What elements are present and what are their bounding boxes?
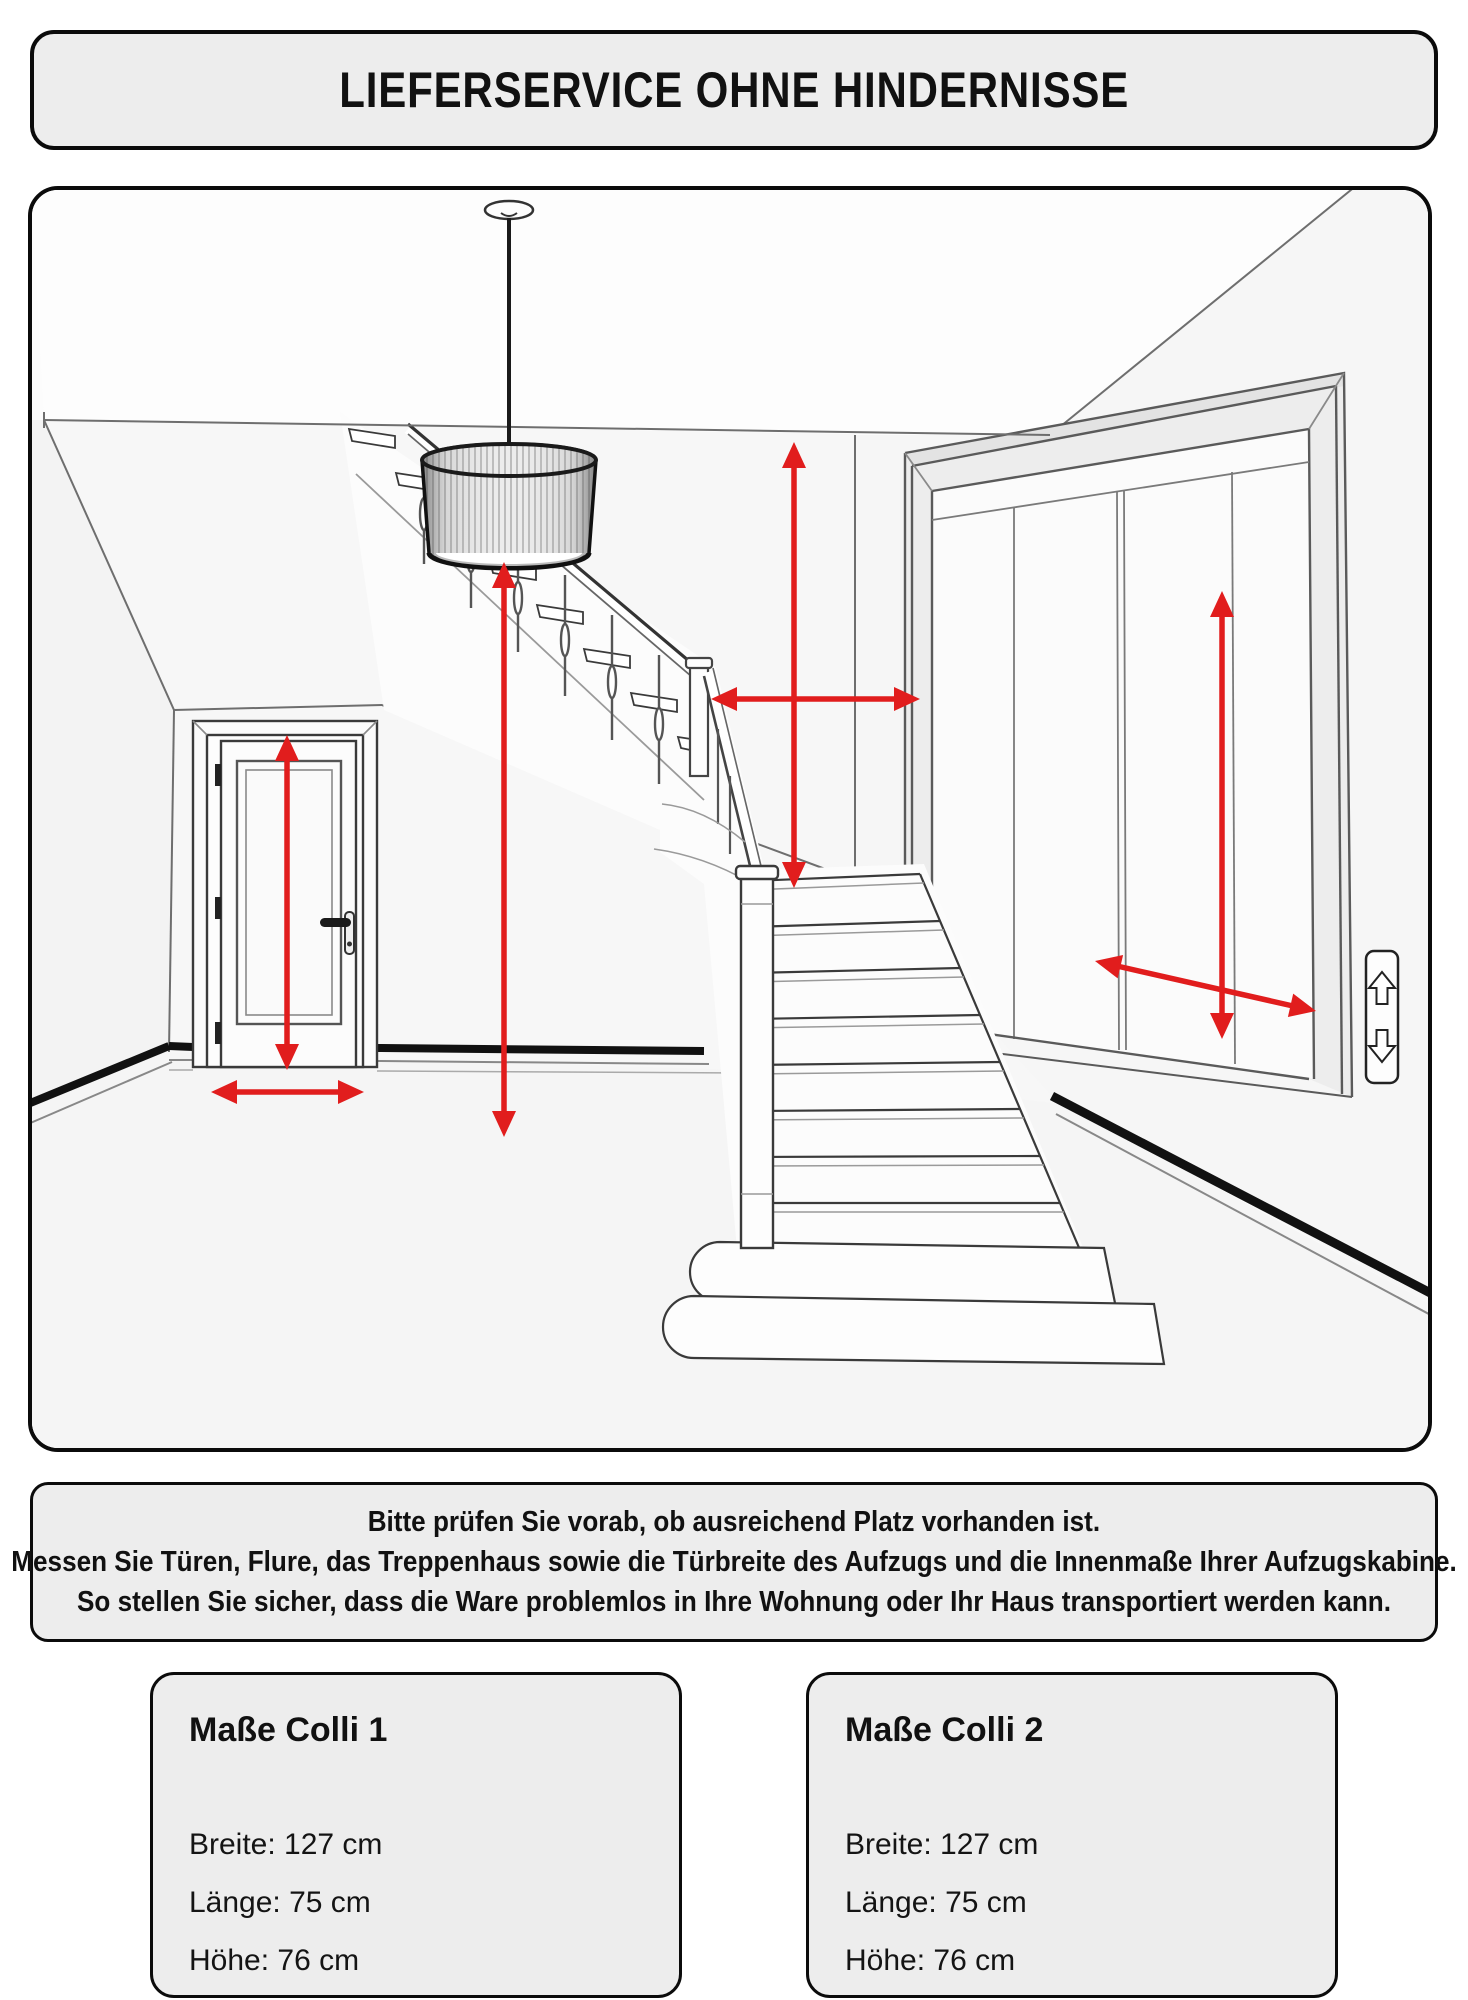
elevator (903, 371, 1428, 1315)
colli-card-title: Maße Colli 1 (189, 1711, 388, 1749)
baseboards (32, 1042, 745, 1124)
colli-dimension: Breite: 127 cm (189, 1828, 383, 1861)
hallway-illustration (32, 190, 1428, 1448)
elevator-cab-height-arrow (1210, 591, 1234, 1039)
elevator-up-icon (1366, 970, 1398, 1005)
door-height-arrow (275, 735, 299, 1070)
colli-card-title: Maße Colli 2 (845, 1711, 1044, 1749)
door-width-arrow (211, 1080, 364, 1104)
pendant-lamp (420, 199, 598, 571)
colli-card-2: Maße Colli 2 Breite: 127 cm Länge: 75 cm… (806, 1672, 1338, 1998)
colli-dimension: Höhe: 76 cm (845, 1944, 1016, 1977)
instruction-panel: Bitte prüfen Sie vorab, ob ausreichend P… (11, 1482, 1457, 1642)
elevator-down-icon (1366, 1029, 1398, 1064)
stairwell-height-arrow (782, 442, 806, 888)
colli-dimension: Höhe: 76 cm (189, 1944, 360, 1977)
elevator-call-panel (1364, 949, 1400, 1085)
measure-arrows (211, 442, 1316, 1137)
door-handle (320, 911, 355, 955)
instruction-line: Messen Sie Türen, Flure, das Treppenhaus… (11, 1546, 1457, 1578)
ceiling-line (43, 419, 1051, 436)
elevator-door-width-arrow (1095, 955, 1316, 1017)
ceiling-height-arrow (492, 562, 516, 1137)
instruction-line: Bitte prüfen Sie vorab, ob ausreichend P… (367, 1506, 1101, 1538)
title-banner: LIEFERSERVICE OHNE HINDERNISSE (30, 30, 1438, 150)
colli-dimension: Länge: 75 cm (845, 1886, 1027, 1919)
page-title: LIEFERSERVICE OHNE HINDERNISSE (339, 62, 1129, 118)
stair-width-arrow (711, 687, 920, 711)
instruction-line: So stellen Sie sicher, dass die Ware pro… (77, 1586, 1391, 1618)
illustration-panel (28, 186, 1432, 1452)
colli-dimension: Länge: 75 cm (189, 1886, 371, 1919)
colli-card-1: Maße Colli 1 Breite: 127 cm Länge: 75 cm… (150, 1672, 682, 1998)
colli-dimension: Breite: 127 cm (845, 1828, 1039, 1861)
